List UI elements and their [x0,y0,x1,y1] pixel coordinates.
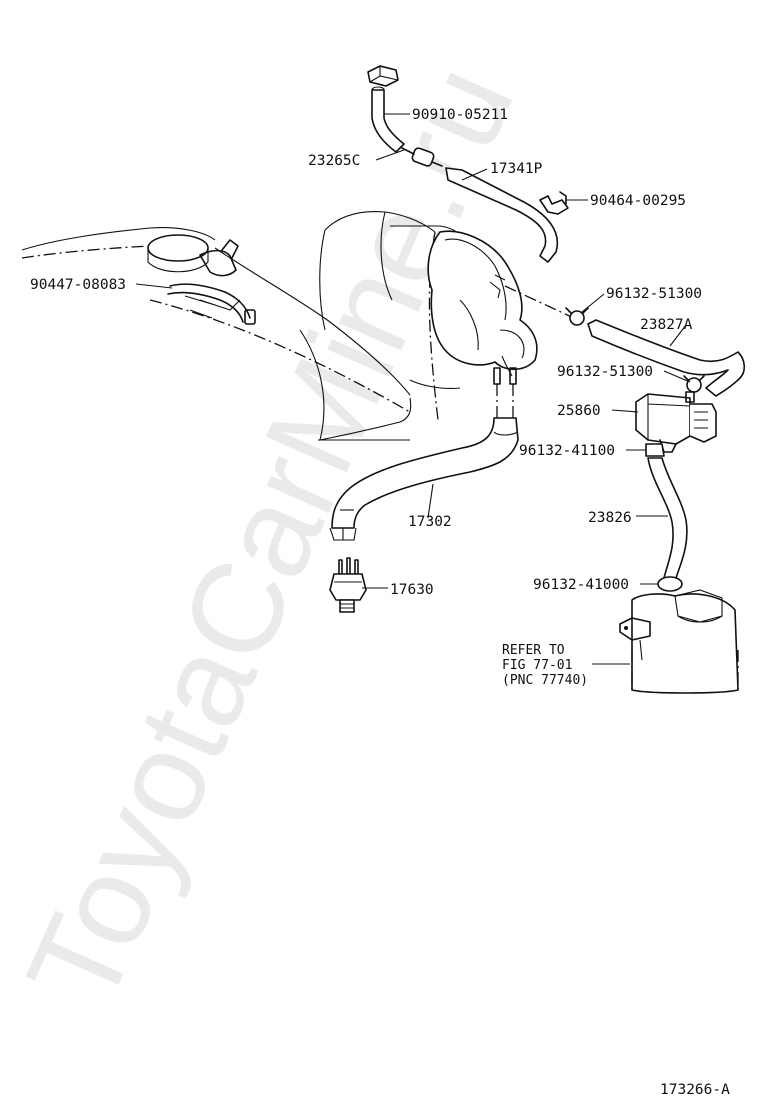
label-hose-upper: 90910-05211 [412,107,508,123]
watermark: ToyotaCarMine.ru [0,45,541,1026]
vsv-valve-shape [635,391,717,453]
clip-bottom-shape [657,576,683,592]
hose-vertical-shape [647,457,688,579]
label-sensor-17630: 17630 [390,582,434,598]
engine-outline [21,211,469,441]
nipples [493,367,517,420]
label-hose-17302: 17302 [408,514,452,530]
sensor-shape [329,557,367,613]
label-clamp-left: 90447-08083 [30,277,126,293]
label-clamp-bracket: 90464-00295 [590,193,686,209]
label-hose-23826: 23826 [588,510,632,526]
label-vsv-25860: 25860 [557,403,601,419]
hose-right-shape [587,319,746,397]
left-clamp-assembly [167,239,256,325]
hose-upper-shape [371,89,405,153]
leader-lines [135,113,691,665]
reference-line-1: REFER TO [502,643,565,658]
clip-lower-shape [645,443,665,457]
canister [619,589,739,694]
figure-number: 173266-A [660,1082,730,1098]
label-valve-23265c: 23265C [308,153,360,169]
label-hose-23827a: 23827A [640,317,693,333]
clip-upper-shape [565,307,589,326]
clip-middle-shape [683,375,705,393]
oil-filler-cap [147,234,209,273]
reference-line-3: (PNC 77740) [502,673,588,688]
valve-vsv-shape [401,147,443,167]
label-clip-bottom: 96132-41000 [533,577,629,593]
label-clip-upper: 96132-51300 [606,286,702,302]
clamp-bracket-shape [539,191,569,215]
hex-cap [367,65,399,87]
label-clip-lower: 96132-41100 [519,443,615,459]
label-hose-17341p: 17341P [490,161,543,177]
reference-line-2: FIG 77-01 [502,658,572,673]
hose-vacuum-shape [331,417,519,529]
hose-long-shape [445,167,559,263]
label-clip-middle: 96132-51300 [557,364,653,380]
air-intake-assembly [427,230,538,377]
